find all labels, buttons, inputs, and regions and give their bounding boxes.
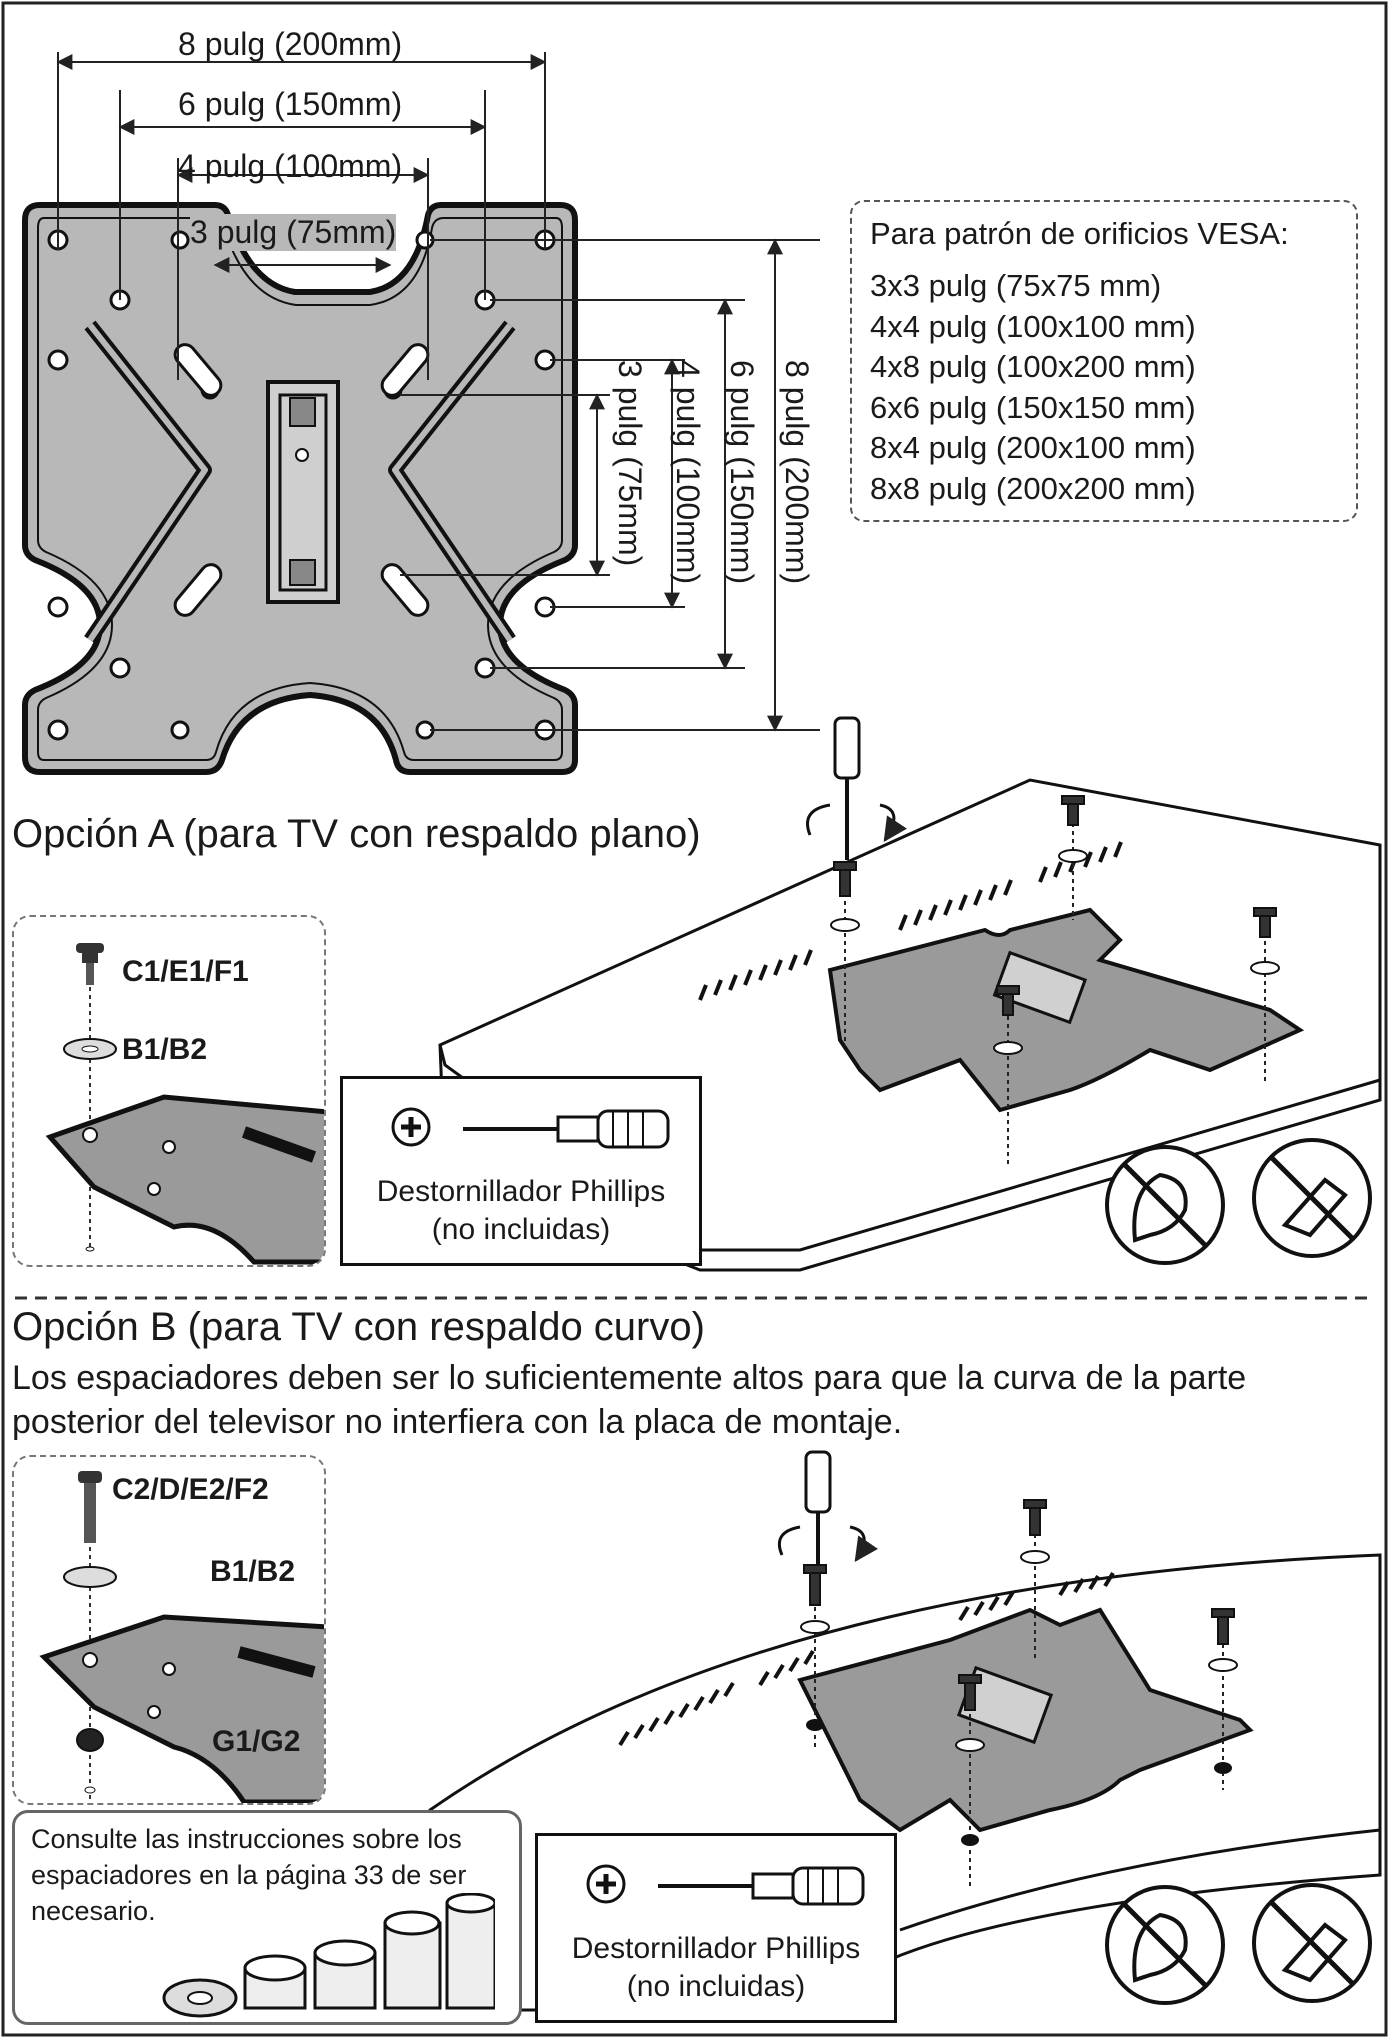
vesa-pattern-item: 6x6 pulg (150x150 mm) <box>870 389 1196 425</box>
dim-v100-label: 4 pulg (100mm) <box>670 360 706 585</box>
option-b-hardware-inset: C2/D/E2/F2 B1/B2 G1/G2 <box>12 1455 326 1805</box>
option-a-hardware-inset: C1/E1/F1 B1/B2 <box>12 915 326 1267</box>
hardware-detail-art <box>45 943 324 1265</box>
dim-v150-label: 6 pulg (150mm) <box>724 360 760 585</box>
tool-label-line2: (no incluidas) <box>431 1213 611 1246</box>
vesa-pattern-item: 8x4 pulg (200x100 mm) <box>870 430 1196 465</box>
no-strength-icon <box>1105 1145 1225 1265</box>
spacer-note-text: Consulte las instrucciones sobre los esp… <box>31 1824 467 1926</box>
tool-label-line1: Destornillador Phillips <box>571 1932 861 1965</box>
no-power-tool-icon <box>1252 1138 1372 1258</box>
vesa-pattern-item: 3x3 pulg (75x75 mm) <box>870 268 1162 303</box>
vesa-title: Para patrón de orificios VESA: <box>870 216 1289 251</box>
screwdriver-icon <box>833 716 861 780</box>
dim-h200-label: 8 pulg (200mm) <box>178 26 403 62</box>
no-power-tool-icon <box>1252 1883 1372 2003</box>
option-a-tool-box: Destornillador Phillips (no incluidas) <box>340 1076 702 1266</box>
spacer-note-box: Consulte las instrucciones sobre los esp… <box>12 1810 522 2025</box>
screw-part-label: C2/D/E2/F2 <box>112 1473 269 1506</box>
tool-label-line1: Destornillador Phillips <box>376 1175 666 1208</box>
dim-v75-label: 3 pulg (75mm) <box>612 360 648 567</box>
spacer-part-label: G1/G2 <box>212 1725 301 1758</box>
washer-part-label: B1/B2 <box>122 1033 208 1066</box>
dim-v200-label: 8 pulg (200mm) <box>779 360 815 585</box>
tool-label-line2: (no incluidas) <box>626 1970 806 2003</box>
option-b-description: Los espaciadores deben ser lo suficiente… <box>12 1359 1247 1441</box>
mounting-plate <box>22 202 578 775</box>
dim-h150-label: 6 pulg (150mm) <box>178 86 403 122</box>
option-b-tool-box: Destornillador Phillips (no incluidas) <box>535 1833 897 2023</box>
vesa-pattern-item: 4x8 pulg (100x200 mm) <box>870 349 1196 384</box>
dim-h75-label: 3 pulg (75mm) <box>190 214 397 251</box>
vesa-pattern-item: 4x4 pulg (100x100 mm) <box>870 308 1196 344</box>
spacer-set-art <box>162 1893 495 2018</box>
option-a-title: Opción A (para TV con respaldo plano) <box>12 812 701 856</box>
no-strength-icon <box>1105 1885 1225 2005</box>
rotate-arrows-icon <box>806 803 894 840</box>
screw-part-label: C1/E1/F1 <box>122 955 249 988</box>
dim-h100-label: 4 pulg (100mm) <box>178 148 403 184</box>
vesa-pattern-box: Para patrón de orificios VESA: 3x3 pulg … <box>850 200 1358 522</box>
vesa-pattern-item: 8x8 pulg (200x200 mm) <box>870 470 1196 506</box>
option-b-title: Opción B (para TV con respaldo curvo) <box>12 1305 705 1349</box>
washer-part-label: B1/B2 <box>210 1555 296 1588</box>
